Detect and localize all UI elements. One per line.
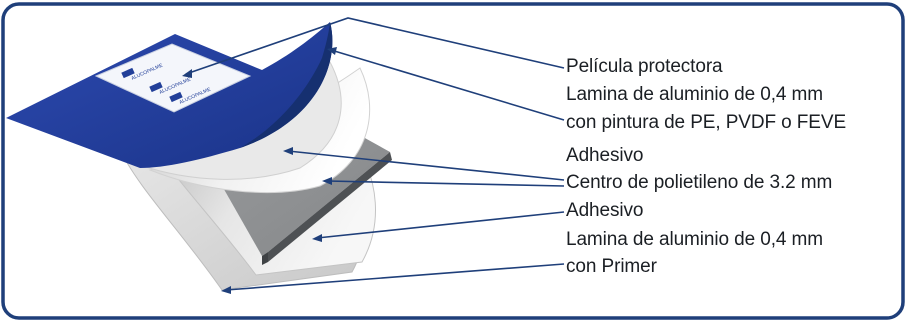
leader-top-aluminium bbox=[330, 49, 565, 121]
label-top-aluminium-line2: con pintura de PE, PVDF o FEVE bbox=[566, 112, 847, 133]
label-polyethylene-core: Centro de polietileno de 3.2 mm bbox=[566, 172, 833, 193]
label-bottom-aluminium-line2: con Primer bbox=[566, 256, 657, 277]
label-bottom-aluminium-line1: Lamina de aluminio de 0,4 mm bbox=[566, 229, 824, 250]
leader-arrowheads bbox=[182, 47, 337, 294]
core-edge-front bbox=[268, 152, 392, 262]
protective-film bbox=[94, 43, 252, 113]
brand-logo bbox=[121, 67, 183, 103]
leader-lines bbox=[185, 17, 565, 291]
label-adhesive-upper: Adhesivo bbox=[566, 145, 644, 166]
label-top-aluminium-line1: Lamina de aluminio de 0,4 mm bbox=[566, 84, 824, 105]
leader-adhesive-1 bbox=[287, 150, 565, 181]
leader-adhesive-2 bbox=[316, 211, 565, 239]
core-edge-corner bbox=[262, 252, 268, 265]
leader-bottom-aluminium bbox=[225, 263, 565, 291]
painted-sheet-curl-shade bbox=[240, 22, 333, 148]
label-adhesive-lower: Adhesivo bbox=[566, 200, 644, 221]
label-protective-film: Película protectora bbox=[566, 56, 723, 77]
leader-core bbox=[326, 180, 565, 187]
leader-film bbox=[185, 17, 565, 75]
